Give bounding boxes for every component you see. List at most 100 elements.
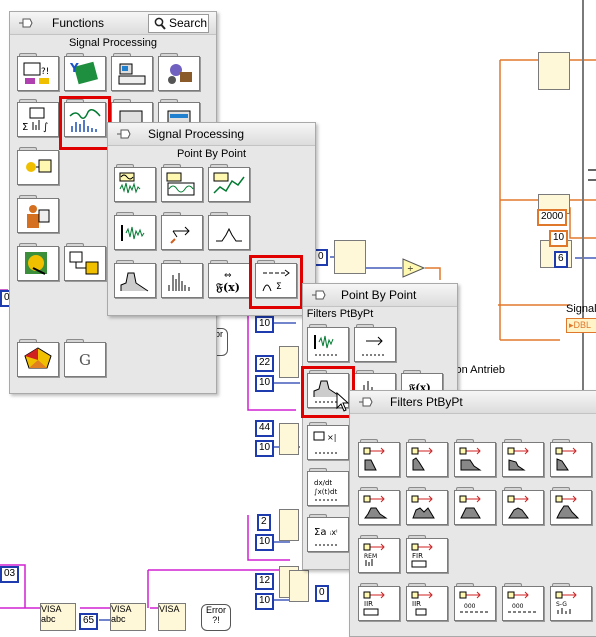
svg-text:∫x(t)dt: ∫x(t)dt [314, 488, 337, 496]
iir-cascade-icon[interactable]: IIR [406, 583, 448, 621]
error-node-bottom-icon[interactable]: Error ?! [201, 604, 231, 631]
numeric-constant-12[interactable]: 12 [255, 573, 275, 590]
chebyshev-bandpass-icon[interactable] [406, 487, 448, 525]
svg-text:IIR: IIR [412, 600, 421, 608]
signal-processing-palette-title: Signal Processing [148, 127, 245, 141]
signal-processing-icon[interactable] [64, 99, 106, 137]
numeric-constant-0-bottom[interactable]: 0 [315, 585, 329, 602]
daq-assistant-icon[interactable]: Y [64, 53, 106, 91]
butterworth-lowpass-icon[interactable] [358, 439, 400, 477]
signal-label: Signalv [566, 303, 596, 315]
numeric-constant-10-a[interactable]: 10 [255, 316, 275, 333]
svg-text:?!: ?! [41, 67, 49, 77]
visa-label-2: VISA [111, 604, 132, 614]
svg-text:S-G: S-G [556, 601, 567, 608]
signal-operation-icon[interactable] [161, 212, 203, 250]
mathscript-node-icon[interactable]: ?! [17, 53, 59, 91]
inverse-chebyshev-icon[interactable] [454, 439, 496, 477]
equi-ripple-icon[interactable]: REM [358, 535, 400, 573]
bessel-icon[interactable] [550, 439, 592, 477]
pin-icon[interactable] [358, 396, 374, 408]
dbl-indicator[interactable]: ▸DBL [566, 318, 596, 333]
svg-text:000: 000 [464, 603, 476, 610]
search-label: Search [169, 16, 208, 30]
functions-palette-titlebar[interactable]: Functions Search [10, 12, 216, 35]
svg-text:÷: ÷ [407, 264, 414, 273]
numeric-constant-10-b[interactable]: 10 [255, 375, 275, 392]
search-button[interactable]: Search [148, 14, 209, 33]
signal-operation-ptbypt-icon[interactable] [354, 324, 396, 362]
svg-text:REM: REM [364, 553, 377, 560]
svg-text:Σ: Σ [276, 282, 282, 292]
vision-motion-icon[interactable] [158, 53, 200, 91]
elliptic-bandpass-icon[interactable] [502, 487, 544, 525]
transforms-icon[interactable]: ⇔𝔉(x) [208, 260, 250, 298]
signal-generation-ptbypt-icon[interactable] [307, 324, 349, 362]
calculus-ptbypt-icon[interactable]: ×| [307, 422, 349, 460]
mathematics-icon[interactable]: Σ∫ [17, 99, 59, 137]
butterworth-highpass-icon[interactable] [358, 487, 400, 525]
waveform-generation-icon[interactable] [114, 164, 156, 202]
case-node-icon[interactable] [538, 52, 570, 90]
visa-write-node-icon[interactable]: VISA abc [40, 603, 76, 631]
subvi-22[interactable] [279, 346, 299, 378]
numeric-constant-10-c[interactable]: 10 [255, 440, 275, 457]
iir-init-icon[interactable]: 000 [502, 583, 544, 621]
numeric-constant-03[interactable]: 03 [0, 566, 20, 583]
inverse-chebyshev-bandpass-icon[interactable] [454, 487, 496, 525]
svg-text:∫: ∫ [43, 122, 48, 133]
numeric-constant-2[interactable]: 2 [257, 514, 271, 531]
iir-filter-icon[interactable]: IIR [358, 583, 400, 621]
chebyshev-icon[interactable] [406, 439, 448, 477]
numeric-constant-10-e[interactable]: 10 [255, 593, 275, 610]
numeric-constant-44[interactable]: 44 [255, 420, 275, 437]
numeric-constant-10-d[interactable]: 10 [255, 534, 275, 551]
svg-text:IIR: IIR [364, 600, 373, 608]
numeric-constant-10-orange[interactable]: 10 [549, 230, 569, 247]
windows-icon[interactable] [208, 212, 250, 250]
subvi-44[interactable] [279, 423, 299, 455]
waveform-conditioning-icon[interactable] [161, 164, 203, 202]
subvi-2[interactable] [279, 509, 299, 541]
elliptic-icon[interactable] [502, 439, 544, 477]
filters-icon[interactable] [114, 260, 156, 298]
instrument-io-icon[interactable] [111, 53, 153, 91]
derivative-ptbypt-icon[interactable]: dx/dt∫x(t)dt [307, 468, 349, 506]
svg-text:𝔉(x): 𝔉(x) [216, 281, 240, 294]
user-libraries-icon[interactable] [17, 339, 59, 377]
signal-generation-icon[interactable] [114, 212, 156, 250]
point-by-point-palette-titlebar[interactable]: Point By Point [303, 284, 457, 307]
select-vi-icon[interactable]: G [64, 339, 106, 377]
point-by-point-selection-highlight [249, 255, 303, 309]
visa-close-node-icon[interactable]: VISA [158, 603, 186, 631]
numeric-constant-22[interactable]: 22 [255, 355, 275, 372]
savitzky-golay-icon[interactable]: S-G [550, 583, 592, 621]
build-array-node-icon[interactable] [334, 240, 366, 274]
signal-processing-palette-titlebar[interactable]: Signal Processing [108, 123, 315, 146]
fir-filter-icon[interactable]: FIR [406, 535, 448, 573]
numeric-constant-6[interactable]: 6 [554, 251, 568, 268]
svg-text:000: 000 [512, 603, 524, 610]
numeric-constant-65[interactable]: 65 [79, 613, 99, 630]
express-icon[interactable] [17, 195, 59, 233]
favorites-icon[interactable] [64, 243, 106, 281]
numeric-constant-0-top[interactable]: 0 [314, 249, 328, 266]
divide-node-icon[interactable]: ÷ [402, 258, 426, 278]
pin-icon[interactable] [116, 128, 132, 140]
iir-cascade-init-icon[interactable]: 000 [454, 583, 496, 621]
filters-ptbypt-palette-titlebar[interactable]: Filters PtByPt [350, 391, 596, 414]
pin-icon[interactable] [311, 289, 327, 301]
visa-read-node-icon[interactable]: VISA abc [110, 603, 146, 631]
numeric-constant-2000[interactable]: 2000 [537, 209, 568, 226]
addons-icon[interactable] [17, 243, 59, 281]
signal-processing-category-label: Point By Point [176, 148, 247, 160]
subvi-bottom[interactable] [289, 570, 309, 602]
spectral-analysis-icon[interactable] [161, 260, 203, 298]
control-design-icon[interactable] [17, 147, 59, 185]
point-by-point-icon[interactable]: Σ [255, 260, 297, 298]
pin-icon[interactable] [18, 17, 34, 29]
bessel-bandpass-icon[interactable] [550, 487, 592, 525]
waveform-measurements-icon[interactable] [208, 164, 250, 202]
